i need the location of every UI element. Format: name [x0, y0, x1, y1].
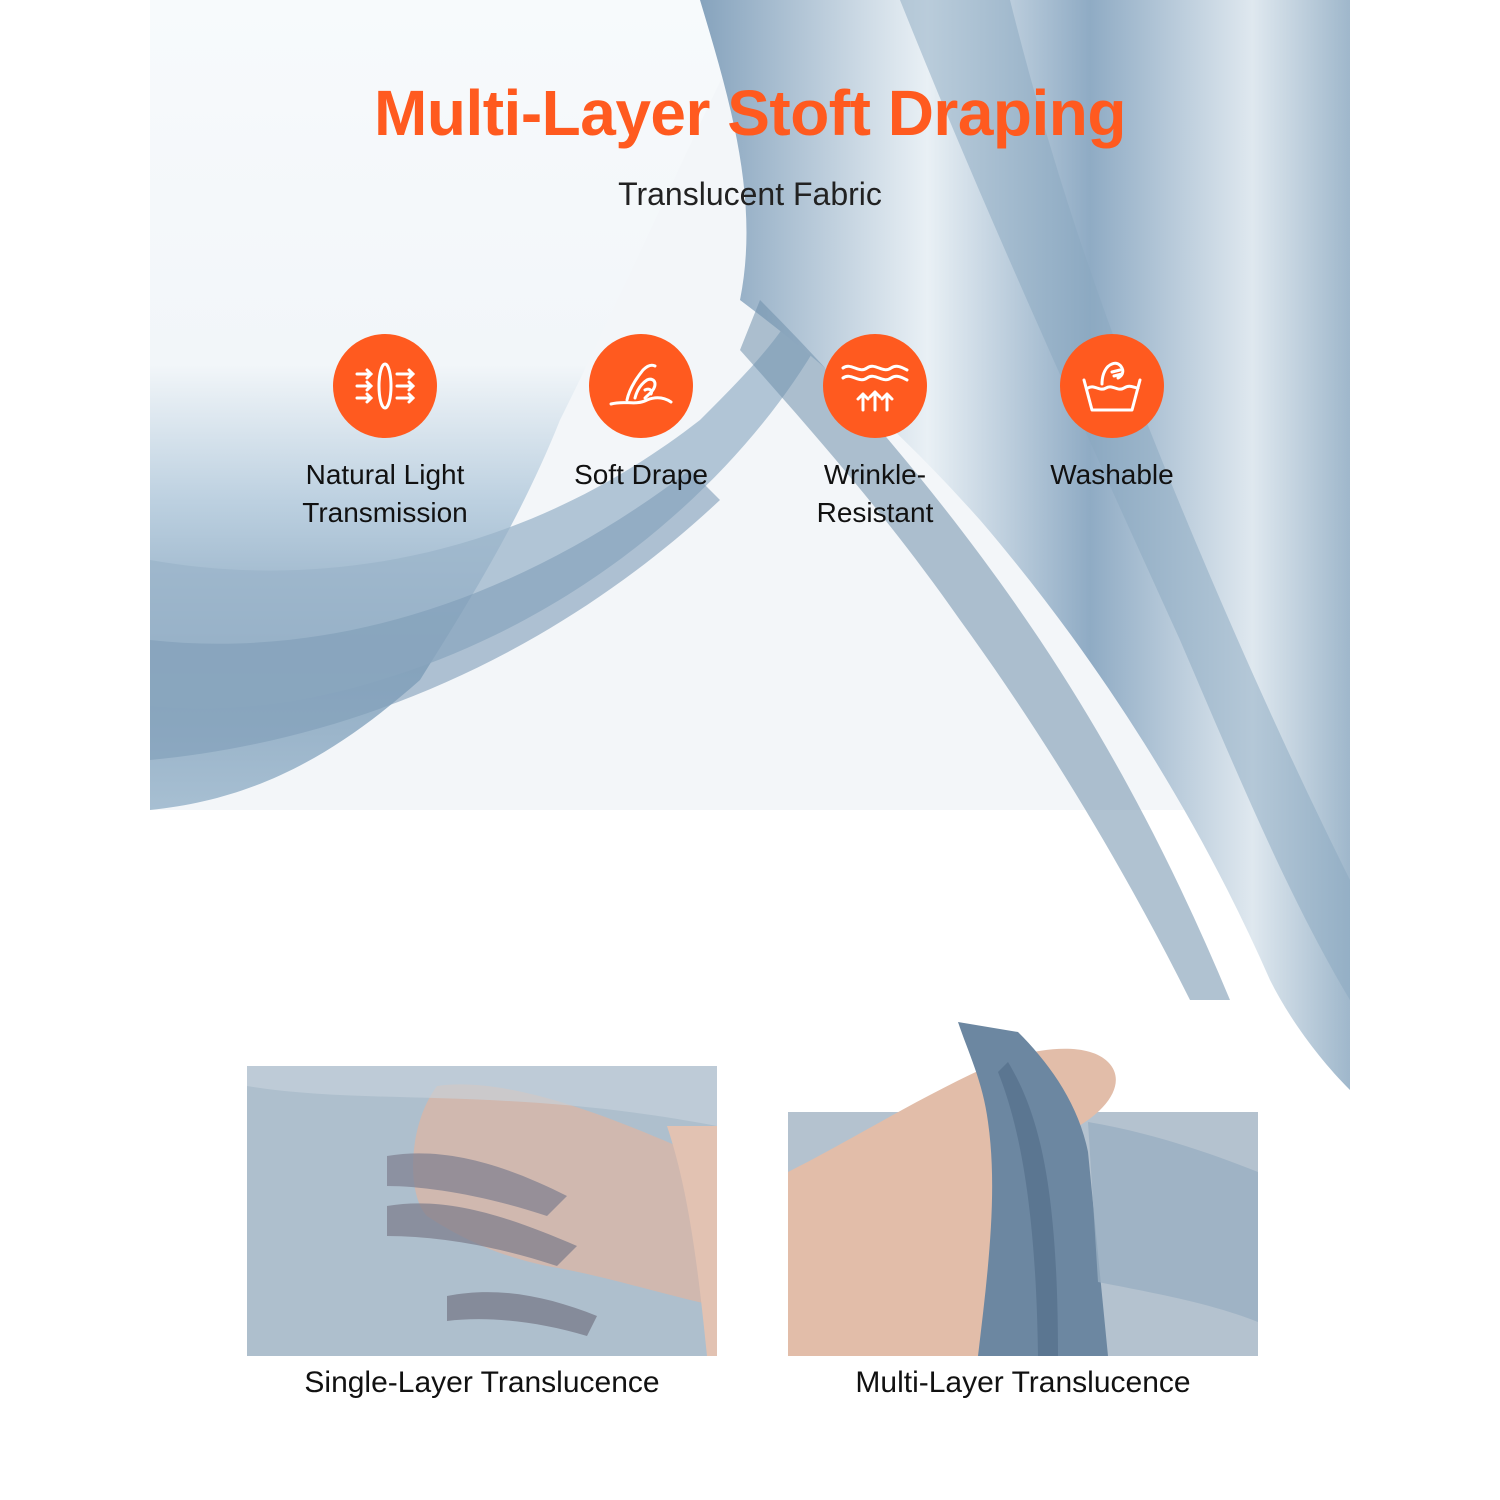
single-layer-caption: Single-Layer Translucence — [304, 1366, 660, 1399]
multi-layer-caption: Multi-Layer Translucence — [855, 1366, 1191, 1399]
feature-label: Soft Drape — [574, 459, 708, 490]
page-title: Multi-Layer Stoft Draping — [374, 77, 1126, 149]
feature-label: Wrinkle- Resistant — [816, 459, 934, 528]
multi-layer-photo — [788, 1022, 1258, 1356]
single-layer-photo — [247, 1066, 717, 1356]
feature-wrinkle-resistant: Wrinkle- Resistant — [755, 334, 995, 532]
light-transmission-icon — [333, 334, 437, 438]
feature-washable: Washable — [992, 334, 1232, 494]
soft-drape-hand-icon — [589, 334, 693, 438]
wrinkle-resistant-icon — [823, 334, 927, 438]
feature-light-transmission: Natural Light Transmission — [265, 334, 505, 532]
feature-label: Washable — [1050, 459, 1174, 490]
page-subtitle: Translucent Fabric — [618, 176, 882, 212]
hand-wash-icon — [1060, 334, 1164, 438]
feature-label: Natural Light Transmission — [302, 459, 468, 528]
feature-soft-drape: Soft Drape — [521, 334, 761, 494]
